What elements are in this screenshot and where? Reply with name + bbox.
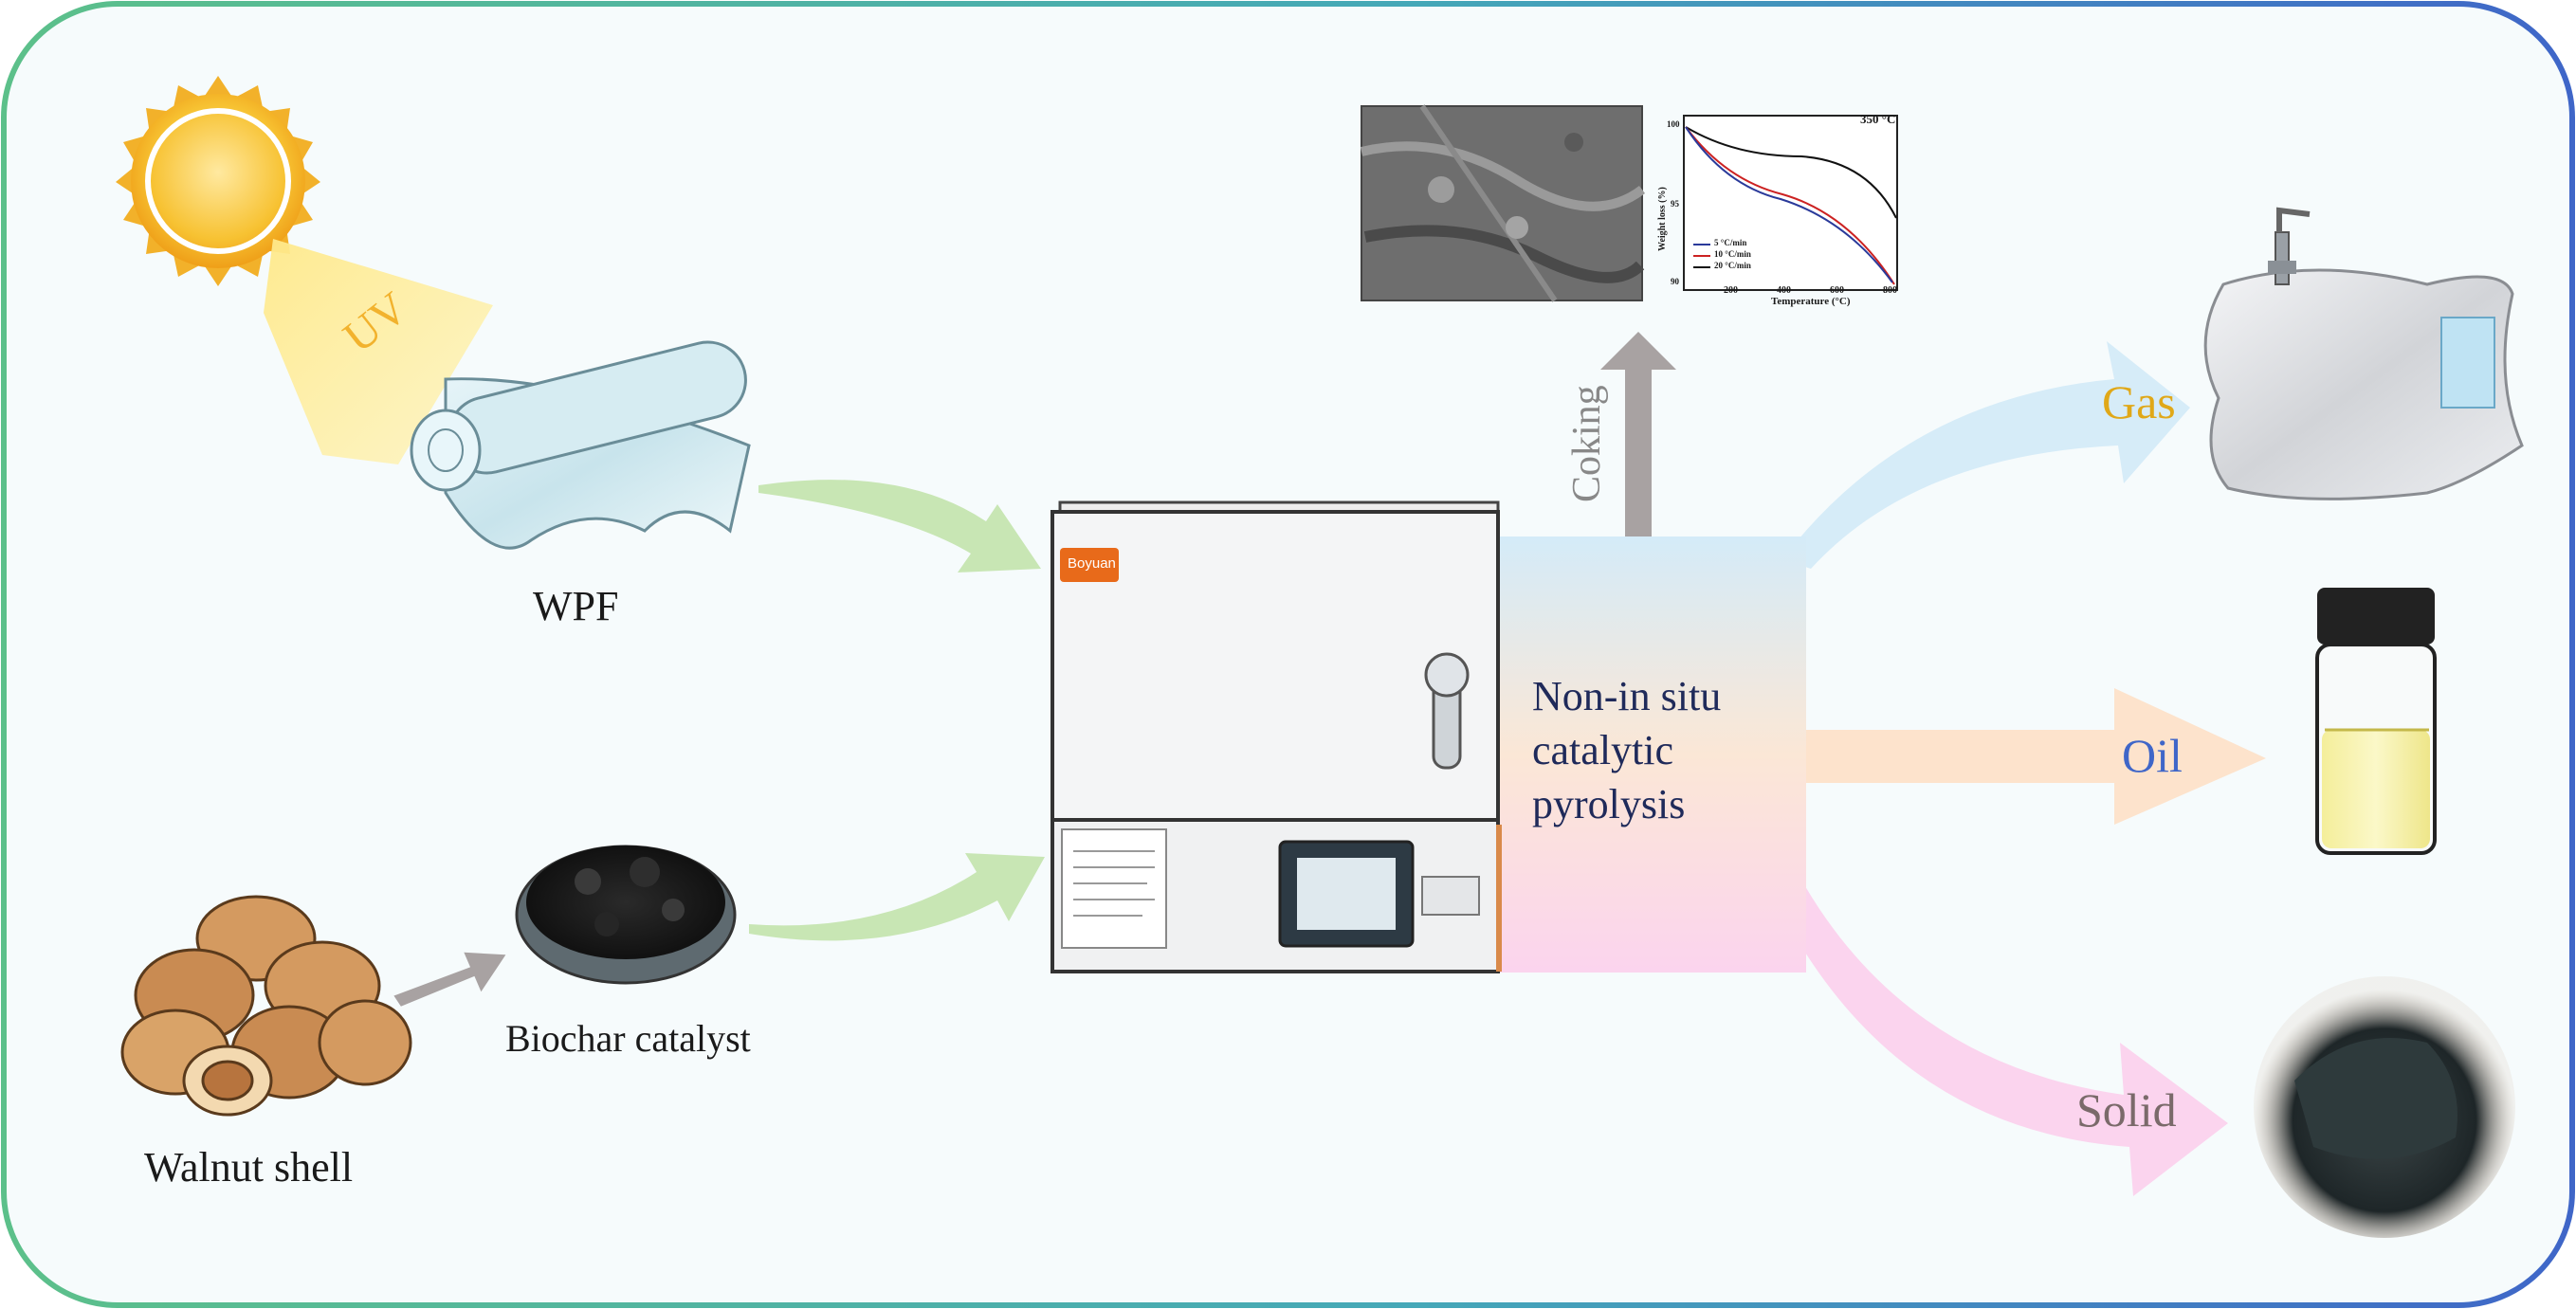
biochar-catalyst-label: Biochar catalyst (505, 1017, 751, 1060)
tga-legend-5: 5 °C/min (1714, 238, 1747, 247)
sun-icon (116, 76, 320, 286)
gas-label: Gas (2102, 375, 2176, 428)
tga-corner-label: 350 °C (1860, 112, 1896, 126)
arrow-biochar-to-furnace (749, 853, 1045, 941)
uv-beam (264, 239, 493, 464)
gas-bag-icon (2203, 207, 2524, 500)
tga-xtick-400: 400 (1777, 285, 1791, 296)
tga-ytick-95: 95 (1671, 199, 1679, 209)
sem-image (1360, 104, 1646, 302)
tga-legend-10: 10 °C/min (1714, 249, 1751, 259)
tga-curve-20 (1685, 126, 1897, 219)
process-label-line-1: Non-in situ (1532, 673, 1722, 719)
arrow-coking (1600, 332, 1676, 536)
process-label-line-3: pyrolysis (1532, 781, 1686, 827)
tga-ytick-100: 100 (1667, 119, 1680, 129)
tga-xlabel: Temperature (°C) (1771, 296, 1851, 307)
tga-xtick-600: 600 (1830, 285, 1844, 296)
wpf-film-icon (410, 340, 751, 550)
process-label-line-2: catalytic (1532, 727, 1674, 773)
oil-label: Oil (2122, 729, 2183, 782)
tga-ylabel: Weight loss (%) (1657, 187, 1668, 251)
coking-label: Coking (1565, 385, 1609, 502)
walnut-shell-label: Walnut shell (144, 1144, 354, 1191)
tga-curve-5 (1685, 126, 1893, 283)
solid-char-icon (2254, 976, 2515, 1238)
tga-plot (1683, 115, 1898, 291)
process-box (1493, 536, 1806, 973)
tga-curve-10 (1685, 126, 1895, 285)
wpf-label: WPF (533, 583, 619, 629)
tga-xtick-800: 800 (1883, 285, 1897, 296)
pyrolysis-furnace (1050, 500, 1502, 973)
arrow-to-oil (1801, 688, 2266, 825)
tga-xtick-200: 200 (1724, 285, 1738, 296)
arrow-walnut-to-biochar (393, 952, 506, 1007)
walnut-shell-icon (120, 895, 412, 1117)
tga-ytick-90: 90 (1671, 277, 1679, 286)
arrow-to-solid (1754, 844, 2228, 1196)
biochar-dish-icon (515, 845, 737, 985)
arrow-wpf-to-furnace (758, 480, 1041, 573)
solid-label: Solid (2076, 1083, 2177, 1136)
tga-legend-20: 20 °C/min (1714, 261, 1751, 270)
arrow-to-gas (1782, 341, 2190, 569)
furnace-brand: Boyuan (1068, 555, 1116, 572)
oil-vial-icon (2315, 588, 2437, 855)
